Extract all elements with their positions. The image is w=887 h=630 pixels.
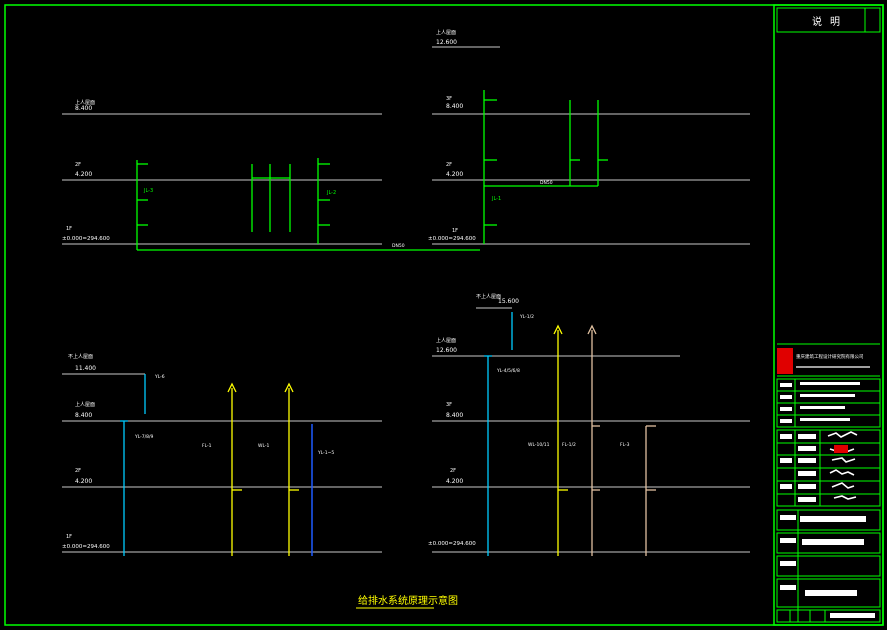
riser-label: JL-2	[326, 190, 336, 196]
title-block: 说 明 重庆建筑工程设计研究院有限公司	[776, 7, 881, 623]
riser-label: YL-1/2	[519, 314, 534, 320]
level-name: 1F	[66, 226, 72, 232]
level-elev: 8.400	[75, 412, 92, 419]
riser-label: FL-1/2	[562, 442, 576, 448]
level-elev: 4.200	[446, 478, 463, 485]
level-name: 2F	[450, 468, 456, 474]
signatures	[827, 431, 858, 500]
level-elev: ±0.000=294.600	[428, 236, 476, 242]
diagram-top-left: 上人屋面 8.400 2F 4.200 1F ±0.000=294.600 JL…	[62, 99, 480, 251]
level-elev: ±0.000=294.600	[62, 236, 110, 242]
level-elev: 11.400	[75, 365, 96, 372]
level-name: 2F	[446, 162, 452, 168]
company-name: 重庆建筑工程设计研究院有限公司	[796, 353, 864, 360]
level-name: 上人屋面	[436, 337, 456, 344]
riser-label: JL-1	[491, 196, 501, 202]
level-name: 1F	[66, 534, 72, 540]
level-name: 上人屋面	[436, 29, 456, 36]
level-elev: 8.400	[75, 105, 92, 112]
company-logo	[777, 348, 793, 374]
level-elev: 4.200	[75, 171, 92, 178]
level-elev: 4.200	[75, 478, 92, 485]
level-elev: 12.600	[436, 347, 457, 354]
diagram-bottom-right: 不上人屋面 15.600 上人屋面 12.600 3F 8.400 2F 4.2…	[428, 293, 750, 556]
title-block-header-1: 说	[812, 15, 822, 28]
riser-label: FL-1	[202, 443, 212, 449]
level-name: 不上人屋面	[476, 293, 501, 300]
riser-label: YL-7/8/9	[134, 434, 154, 440]
drawing-title: 给排水系统原理示意图	[358, 594, 458, 607]
level-elev: ±0.000=294.600	[62, 544, 110, 550]
diagram-top-right: 上人屋面 12.600 3F 8.400 2F 4.200 1F ±0.000=…	[428, 29, 750, 245]
riser-label: YL-1~5	[317, 450, 334, 456]
riser-label: YL-6	[154, 374, 165, 380]
pipe-size: DN50	[540, 180, 553, 186]
level-elev: 12.600	[436, 39, 457, 46]
riser-label: WL-10/11	[528, 442, 550, 448]
outer-frame	[4, 4, 884, 626]
pipe-size: DN50	[392, 243, 405, 249]
level-name: 2F	[75, 468, 81, 474]
title-block-header-2: 明	[830, 16, 840, 28]
diagram-bottom-left: 不上人屋面 11.400 上人屋面 8.400 2F 4.200 1F ±0.0…	[62, 353, 382, 556]
level-elev: ±0.000=294.600	[428, 541, 476, 547]
level-elev: 15.600	[498, 298, 519, 305]
level-elev: 8.400	[446, 103, 463, 110]
riser-label: JL-3	[143, 188, 153, 194]
level-elev: 8.400	[446, 412, 463, 419]
riser-label: YL-4/5/6/8	[496, 368, 520, 374]
title-block-frame	[773, 4, 884, 626]
level-name: 上人屋面	[75, 99, 95, 106]
level-name: 3F	[446, 96, 452, 102]
level-name: 上人屋面	[75, 401, 95, 408]
riser-label: FL-3	[620, 442, 630, 448]
level-name: 2F	[75, 162, 81, 168]
level-name: 1F	[452, 228, 458, 234]
level-name: 3F	[446, 402, 452, 408]
riser-label: WL-1	[258, 443, 270, 449]
stamp	[834, 445, 848, 453]
level-name: 不上人屋面	[68, 353, 93, 360]
level-elev: 4.200	[446, 171, 463, 178]
